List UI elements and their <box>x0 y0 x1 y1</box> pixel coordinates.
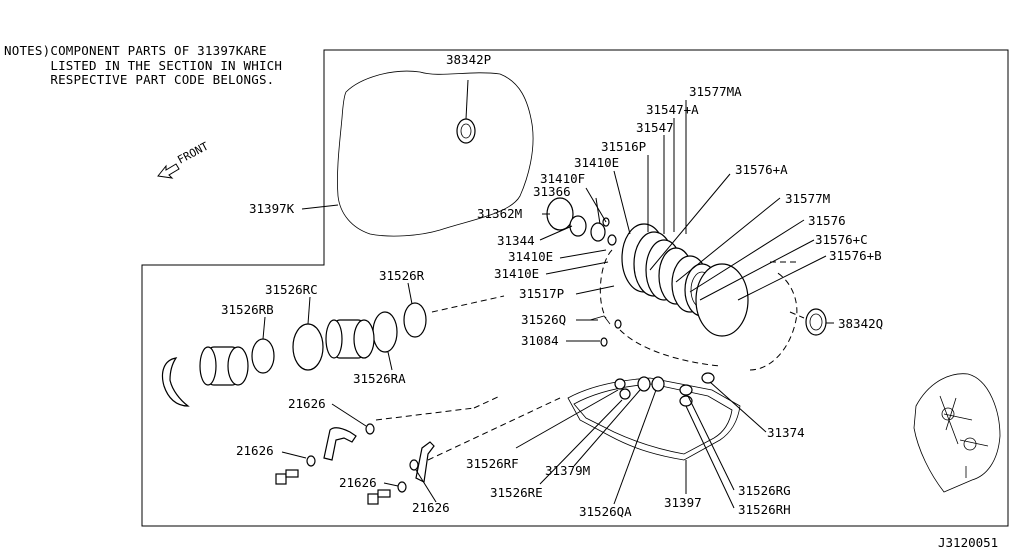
seal-31526RA <box>372 311 398 353</box>
transmission-housing-icon <box>913 373 1001 493</box>
bolt-2-icon <box>367 489 391 505</box>
oring-31362M <box>546 197 574 231</box>
notes-block: NOTES)COMPONENT PARTS OF 31397KARE LISTE… <box>4 43 283 88</box>
label-31526RA[interactable]: 31526RA <box>353 371 406 386</box>
label-31526RE[interactable]: 31526RE <box>490 485 543 500</box>
oring-31344 <box>569 215 587 237</box>
label-31410E-mid[interactable]: 31410E <box>508 249 553 264</box>
accumulator-piston-1 <box>199 346 249 386</box>
label-31547A[interactable]: 31547+A <box>646 102 699 117</box>
label-31576C[interactable]: 31576+C <box>815 232 868 247</box>
label-31526RB[interactable]: 31526RB <box>221 302 274 317</box>
label-31397K[interactable]: 31397K <box>249 201 295 216</box>
snap-ring <box>161 357 190 407</box>
seal-38342P <box>456 118 476 144</box>
label-31526QA[interactable]: 31526QA <box>579 504 632 519</box>
oil-pipe-2 <box>415 441 435 483</box>
diagram-id: J3120051 <box>938 535 998 550</box>
label-21626-bottom[interactable]: 21626 <box>412 500 450 515</box>
label-31526RH[interactable]: 31526RH <box>738 502 791 517</box>
label-31577M[interactable]: 31577M <box>785 191 830 206</box>
seal-31526R <box>403 302 427 338</box>
notes-line-1: NOTES)COMPONENT PARTS OF 31397KARE <box>4 43 267 58</box>
label-31526RF[interactable]: 31526RF <box>466 456 519 471</box>
label-31547[interactable]: 31547 <box>636 120 674 135</box>
label-38342Q[interactable]: 38342Q <box>838 316 883 331</box>
label-38342P[interactable]: 38342P <box>446 52 491 67</box>
label-31517P[interactable]: 31517P <box>519 286 564 301</box>
label-31576A[interactable]: 31576+A <box>735 162 788 177</box>
label-31379M[interactable]: 31379M <box>545 463 590 478</box>
filter-cap-RE <box>619 388 631 400</box>
label-31410F[interactable]: 31410F <box>540 171 585 186</box>
label-31362M[interactable]: 31362M <box>477 206 522 221</box>
bolt-1-icon <box>275 469 299 485</box>
clutch-pack <box>621 223 720 317</box>
label-31526RG[interactable]: 31526RG <box>738 483 791 498</box>
label-31410E-top[interactable]: 31410E <box>574 155 619 170</box>
accumulator-piston-2 <box>325 319 375 359</box>
notes-line-3: RESPECTIVE PART CODE BELONGS. <box>50 72 275 87</box>
piston-31576B <box>695 263 749 337</box>
label-31366[interactable]: 31366 <box>533 184 571 199</box>
label-31410E-low[interactable]: 31410E <box>494 266 539 281</box>
label-31526Q[interactable]: 31526Q <box>521 312 566 327</box>
label-31516P[interactable]: 31516P <box>601 139 646 154</box>
label-31577MA[interactable]: 31577MA <box>689 84 742 99</box>
filter-cap-RF <box>614 378 626 390</box>
valve-body-gasket <box>337 70 534 237</box>
front-arrow-icon <box>157 163 180 179</box>
assembly-frame <box>141 49 1009 527</box>
front-label: FRONT <box>175 139 211 166</box>
label-31526RC[interactable]: 31526RC <box>265 282 318 297</box>
seal-38342Q <box>805 308 827 336</box>
label-21626-upper[interactable]: 21626 <box>288 396 326 411</box>
nut-31379M <box>637 376 651 392</box>
oil-pan-gasket <box>567 377 741 461</box>
label-31526R[interactable]: 31526R <box>379 268 425 283</box>
label-31344[interactable]: 31344 <box>497 233 535 248</box>
label-21626-lower[interactable]: 21626 <box>339 475 377 490</box>
label-31576B[interactable]: 31576+B <box>829 248 882 263</box>
label-21626-left[interactable]: 21626 <box>236 443 274 458</box>
label-31374[interactable]: 31374 <box>767 425 805 440</box>
seal-31526RB <box>251 338 275 374</box>
notes-line-2: LISTED IN THE SECTION IN WHICH <box>50 57 283 73</box>
seal-31526RC <box>292 323 324 371</box>
leader-lines <box>262 100 834 509</box>
snap-ring-31366 <box>590 222 606 242</box>
label-31084[interactable]: 31084 <box>521 333 559 348</box>
case-outline <box>599 249 798 371</box>
oil-pipe-1 <box>323 427 357 461</box>
label-31397[interactable]: 31397 <box>664 495 702 510</box>
label-31576[interactable]: 31576 <box>808 213 846 228</box>
